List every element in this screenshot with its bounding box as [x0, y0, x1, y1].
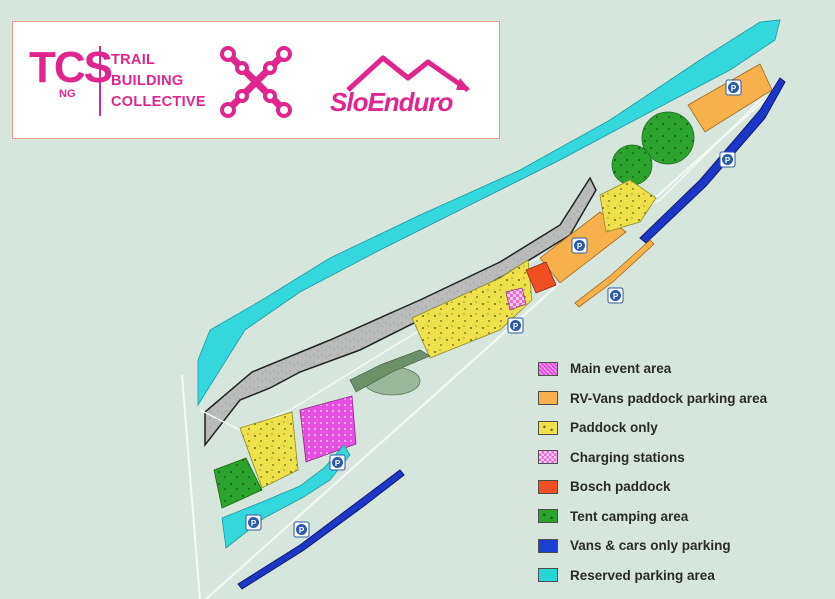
legend-item-rv-vans: RV-Vans paddock parking area [538, 384, 828, 414]
tent-area-top-a [641, 111, 695, 165]
svg-text:P: P [335, 459, 341, 468]
parking-marker: P [719, 151, 736, 168]
legend-swatch [538, 391, 558, 406]
main-event-area [299, 395, 357, 463]
svg-text:P: P [613, 292, 619, 301]
legend-label: Charging stations [570, 449, 685, 465]
svg-text:P: P [577, 242, 583, 251]
logo-panel: TCS NG TRAIL BUILDING COLLECTIVE SloEndu… [12, 21, 500, 139]
trail-building-collective: TRAIL BUILDING COLLECTIVE [111, 50, 206, 113]
legend-item-tent: Tent camping area [538, 502, 828, 532]
parking-marker: P [245, 514, 262, 531]
mountain-icon [346, 55, 470, 93]
legend-item-charging: Charging stations [538, 443, 828, 473]
legend-label: Bosch paddock [570, 479, 671, 495]
legend-item-main-event: Main event area [538, 354, 828, 384]
rv-strip-road [574, 239, 655, 308]
rv-area-top [687, 63, 773, 133]
parking-marker: P [329, 454, 346, 471]
legend-item-reserved: Reserved parking area [538, 561, 828, 591]
legend-swatch [538, 568, 558, 583]
svg-text:P: P [251, 519, 257, 528]
legend-item-vans-cars: Vans & cars only parking [538, 531, 828, 561]
legend-label: RV-Vans paddock parking area [570, 390, 768, 406]
building-word: BUILDING [111, 73, 184, 89]
legend-label: Paddock only [570, 420, 658, 436]
legend-swatch [538, 479, 558, 494]
sloenduro-text: SloEnduro [330, 87, 453, 117]
parking-marker: P [607, 287, 624, 304]
legend-label: Vans & cars only parking [570, 538, 731, 554]
paddock-lower [239, 411, 299, 489]
charging-station [505, 287, 527, 311]
parking-marker: P [507, 317, 524, 334]
legend-item-paddock-only: Paddock only [538, 413, 828, 443]
hedge-row [349, 349, 431, 393]
parking-markers: P P P P P P P P [245, 79, 742, 538]
logo-divider [99, 46, 101, 116]
tcs-logo: TCS NG [29, 46, 113, 116]
parking-marker: P [571, 237, 588, 254]
legend-item-bosch: Bosch paddock [538, 472, 828, 502]
legend-label: Reserved parking area [570, 567, 715, 583]
legend-swatch [538, 509, 558, 524]
blue-parking-lower [237, 469, 405, 590]
legend-swatch [538, 361, 558, 376]
legend-label: Main event area [570, 361, 672, 377]
parking-marker: P [725, 79, 742, 96]
legend-label: Tent camping area [570, 508, 689, 524]
trail-word: TRAIL [111, 52, 156, 68]
svg-text:P: P [513, 322, 519, 331]
tent-area-top-b [611, 144, 653, 186]
map-legend: Main event area RV-Vans paddock parking … [538, 354, 828, 590]
legend-swatch [538, 538, 558, 553]
chain-x-logo [220, 46, 292, 118]
tcs-sub: NG [59, 88, 76, 100]
paddock-main [411, 259, 533, 359]
tent-area-lower [213, 457, 263, 509]
parking-marker: P [293, 521, 310, 538]
sloenduro-logo: SloEnduro [328, 52, 493, 122]
legend-swatch [538, 450, 558, 465]
road-edge [181, 87, 779, 599]
collective-word: COLLECTIVE [111, 94, 206, 110]
svg-text:P: P [725, 156, 731, 165]
paddock-upper [599, 179, 657, 233]
svg-text:P: P [731, 84, 737, 93]
legend-swatch [538, 420, 558, 435]
svg-text:P: P [299, 526, 305, 535]
river-band [197, 19, 781, 407]
bosch-paddock [525, 261, 557, 294]
